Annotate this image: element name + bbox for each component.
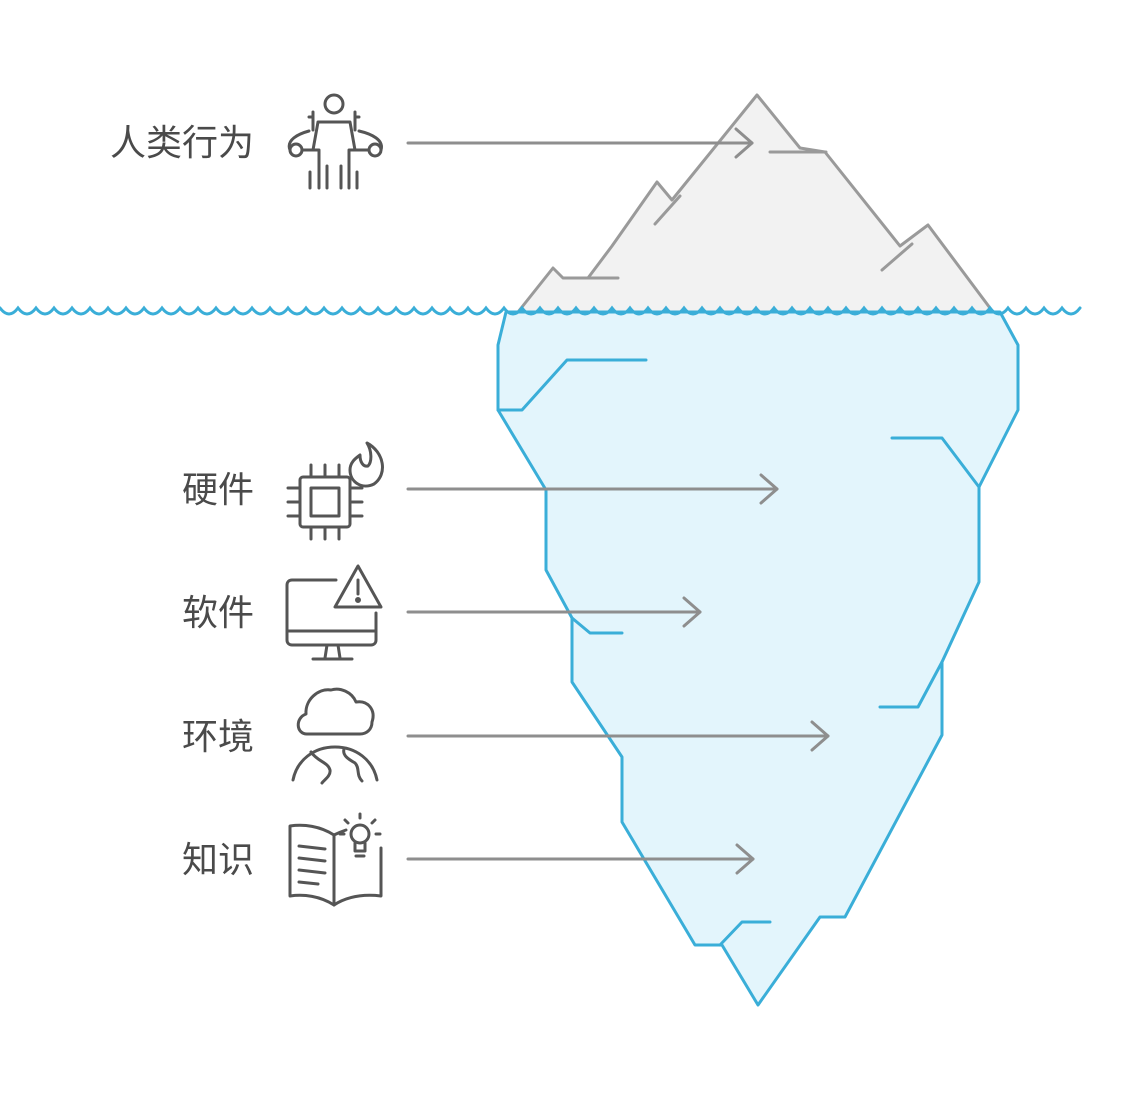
label-environment: 环境 <box>182 717 254 758</box>
monitor-warning-icon <box>285 564 383 661</box>
chip-fire-icon <box>286 441 384 541</box>
arrows <box>406 127 830 875</box>
arrow-human-behavior <box>406 127 754 159</box>
label-software: 软件 <box>182 593 254 634</box>
iceberg-underwater <box>496 310 1020 1007</box>
iceberg-tip <box>516 93 995 314</box>
arrow-knowledge <box>406 843 755 875</box>
arrow-environment <box>406 720 830 752</box>
water-surface <box>0 305 1082 316</box>
label-human-behavior: 人类行为 <box>110 123 254 164</box>
cloud-globe-icon <box>291 687 379 785</box>
person-network-icon <box>287 93 383 190</box>
label-knowledge: 知识 <box>182 840 254 881</box>
arrow-software <box>406 596 702 628</box>
label-hardware: 硬件 <box>182 470 254 511</box>
book-lightbulb-icon <box>288 812 383 907</box>
arrow-hardware <box>406 473 779 505</box>
